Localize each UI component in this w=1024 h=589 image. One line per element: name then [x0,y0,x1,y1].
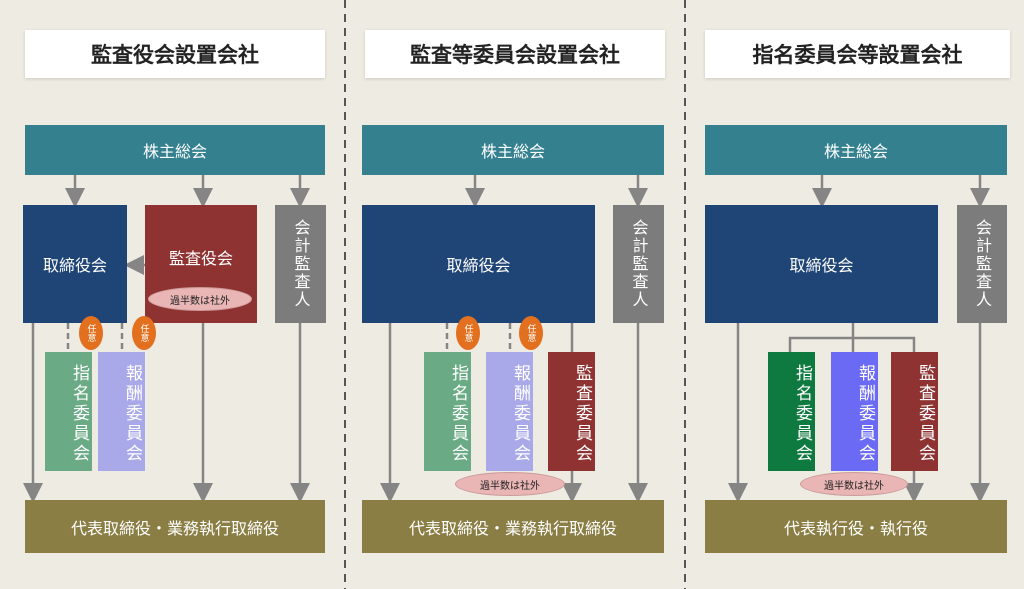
compensation-committee: 報酬委員会 [98,352,145,471]
executives-box: 代表取締役・業務執行取締役 [362,500,664,553]
compensation-committee: 報酬委員会 [486,352,533,471]
nomination-committee: 指名委員会 [768,352,815,471]
compensation-committee: 報酬委員会 [831,352,878,471]
majority-outside-pill: 過半数は社外 [800,472,908,496]
audit-committee: 監査委員会 [891,352,938,471]
panel-title: 監査等委員会設置会社 [365,30,665,78]
board-of-directors: 取締役会 [705,205,938,323]
audit-committee: 監査委員会 [548,352,595,471]
majority-outside-pill: 過半数は社外 [455,472,565,496]
accounting-auditor: 会計監査人 [957,205,1007,323]
board-of-directors: 取締役会 [23,205,127,323]
executives-box: 代表執行役・執行役 [705,500,1007,553]
panel-title: 指名委員会等設置会社 [705,30,1010,78]
majority-outside-pill: 過半数は社外 [148,287,252,311]
shareholders-meeting: 株主総会 [25,125,325,175]
optional-badge: 任意 [79,316,103,350]
panel-title: 監査役会設置会社 [25,30,325,78]
optional-badge: 任意 [456,316,480,350]
accounting-auditor: 会計監査人 [613,205,664,323]
board-of-directors: 取締役会 [362,205,595,323]
accounting-auditor: 会計監査人 [275,205,326,323]
nomination-committee: 指名委員会 [424,352,471,471]
nomination-committee: 指名委員会 [45,352,92,471]
shareholders-meeting: 株主総会 [705,125,1007,175]
shareholders-meeting: 株主総会 [362,125,664,175]
optional-badge: 任意 [519,316,543,350]
optional-badge: 任意 [132,316,156,350]
executives-box: 代表取締役・業務執行取締役 [25,500,325,553]
